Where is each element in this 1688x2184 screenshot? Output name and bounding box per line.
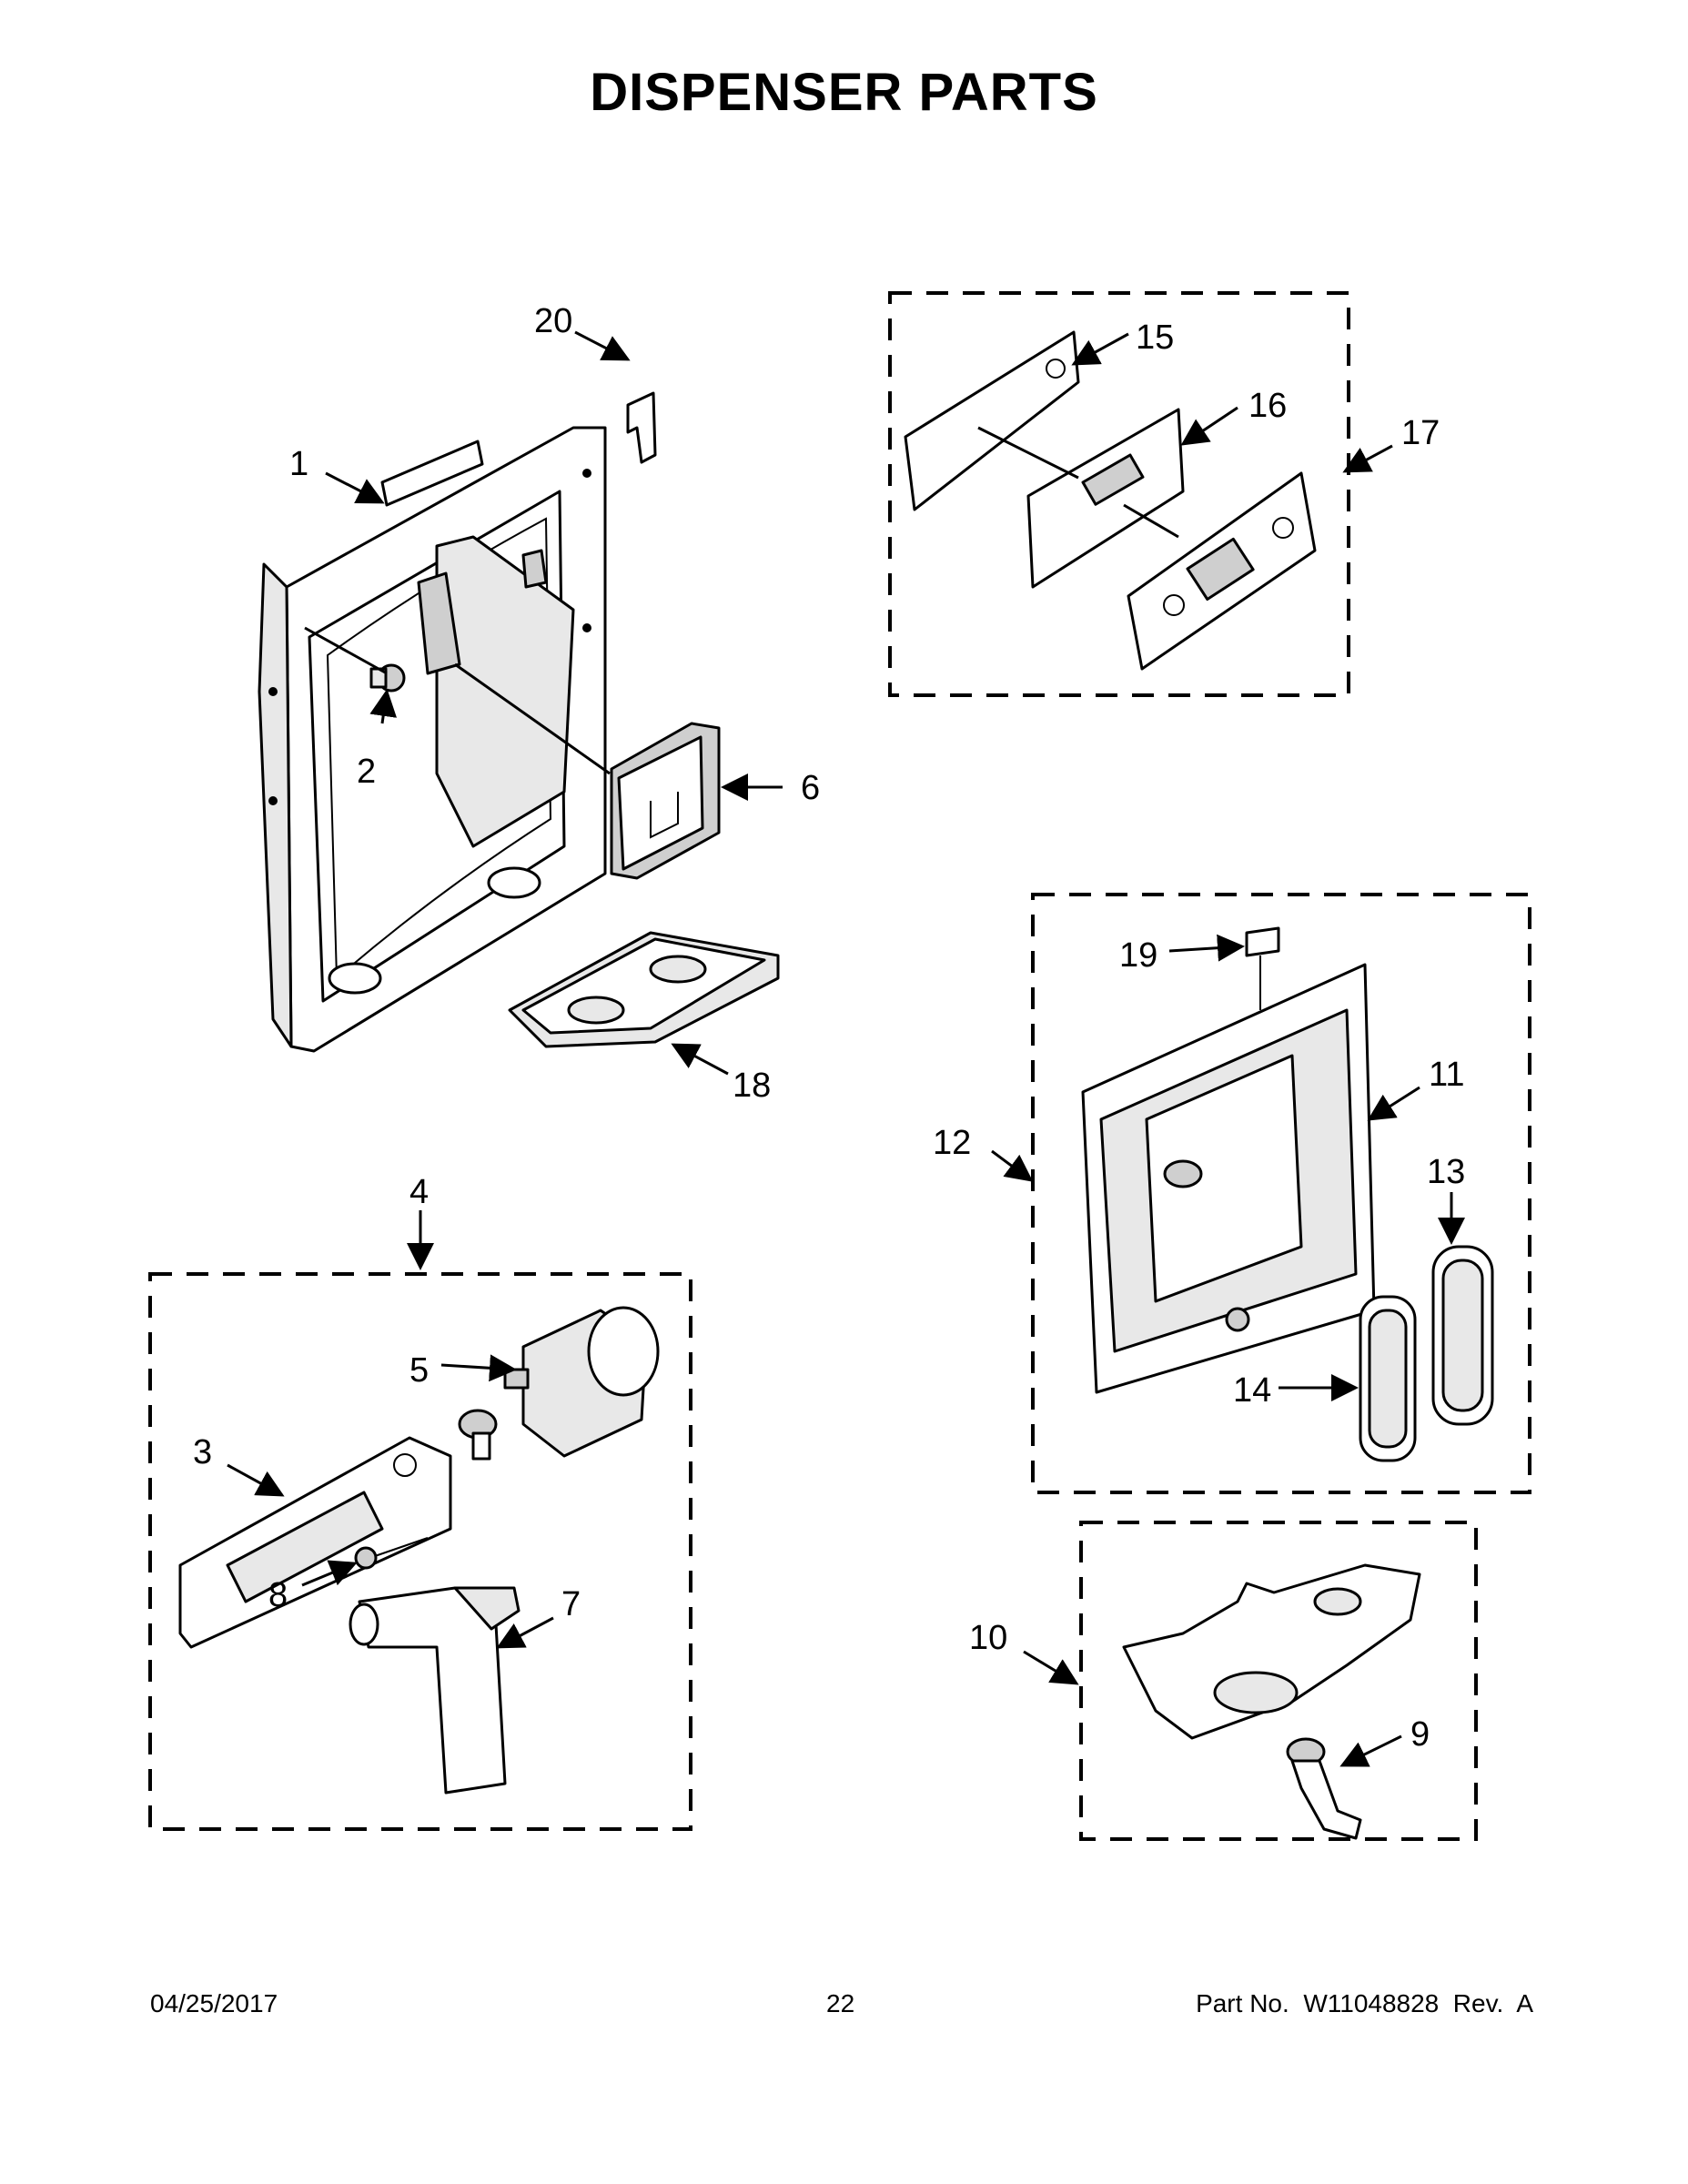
callout-8: 8 <box>268 1576 288 1614</box>
footer-date: 04/25/2017 <box>150 1989 278 2017</box>
callout-16: 16 <box>1248 387 1287 425</box>
callout-4: 4 <box>409 1173 429 1211</box>
actuator-group-box <box>148 1272 692 1831</box>
dispenser-motor-part-5 <box>503 1306 660 1458</box>
callout-5: 5 <box>409 1351 429 1390</box>
callout-14: 14 <box>1233 1371 1271 1410</box>
callout-15: 15 <box>1136 318 1174 357</box>
control-board-part-16 <box>1026 408 1185 589</box>
bracket-part-20 <box>626 391 657 464</box>
actuator-arm-part-7 <box>349 1586 521 1795</box>
callout-17: 17 <box>1401 414 1440 452</box>
control-assembly-group-box <box>888 291 1350 697</box>
footer-part-number: Part No. W11048828 Rev. A <box>1196 1989 1533 2017</box>
paddle-switch-part-19 <box>1245 926 1280 1010</box>
callout-1: 1 <box>289 445 308 483</box>
callout-7: 7 <box>561 1585 581 1623</box>
dispenser-frame-part <box>258 426 607 1053</box>
shaft-coupler <box>458 1409 498 1461</box>
callout-20: 20 <box>534 302 572 340</box>
dispenser-housing-part-12 <box>1081 963 1376 1394</box>
button-trim-part-14 <box>1359 1295 1417 1462</box>
button-trim-part-13 <box>1431 1245 1494 1426</box>
page-title: DISPENSER PARTS <box>590 63 1098 122</box>
callout-10: 10 <box>969 1619 1007 1657</box>
control-bracket-part-15 <box>904 330 1080 511</box>
callout-11: 11 <box>1429 1056 1464 1094</box>
callout-18: 18 <box>733 1067 771 1105</box>
callout-13: 13 <box>1427 1153 1465 1191</box>
callout-3: 3 <box>193 1433 212 1471</box>
drip-tray-part-18 <box>508 931 780 1048</box>
dispenser-cover-part-6 <box>610 722 721 880</box>
pin-part-8 <box>354 1537 429 1570</box>
ice-chute-part-10 <box>1122 1563 1421 1740</box>
callout-6: 6 <box>801 769 820 807</box>
callout-19: 19 <box>1119 936 1157 975</box>
ice-chute-group-box <box>1079 1521 1478 1841</box>
callout-2: 2 <box>357 753 376 791</box>
control-panel-part-17 <box>1127 471 1317 671</box>
water-nozzle-part-9 <box>1286 1737 1362 1840</box>
callout-9: 9 <box>1410 1715 1430 1754</box>
lever-bracket-part-3 <box>178 1436 452 1649</box>
callout-12: 12 <box>933 1124 971 1162</box>
footer-page-number: 22 <box>826 1989 855 2017</box>
